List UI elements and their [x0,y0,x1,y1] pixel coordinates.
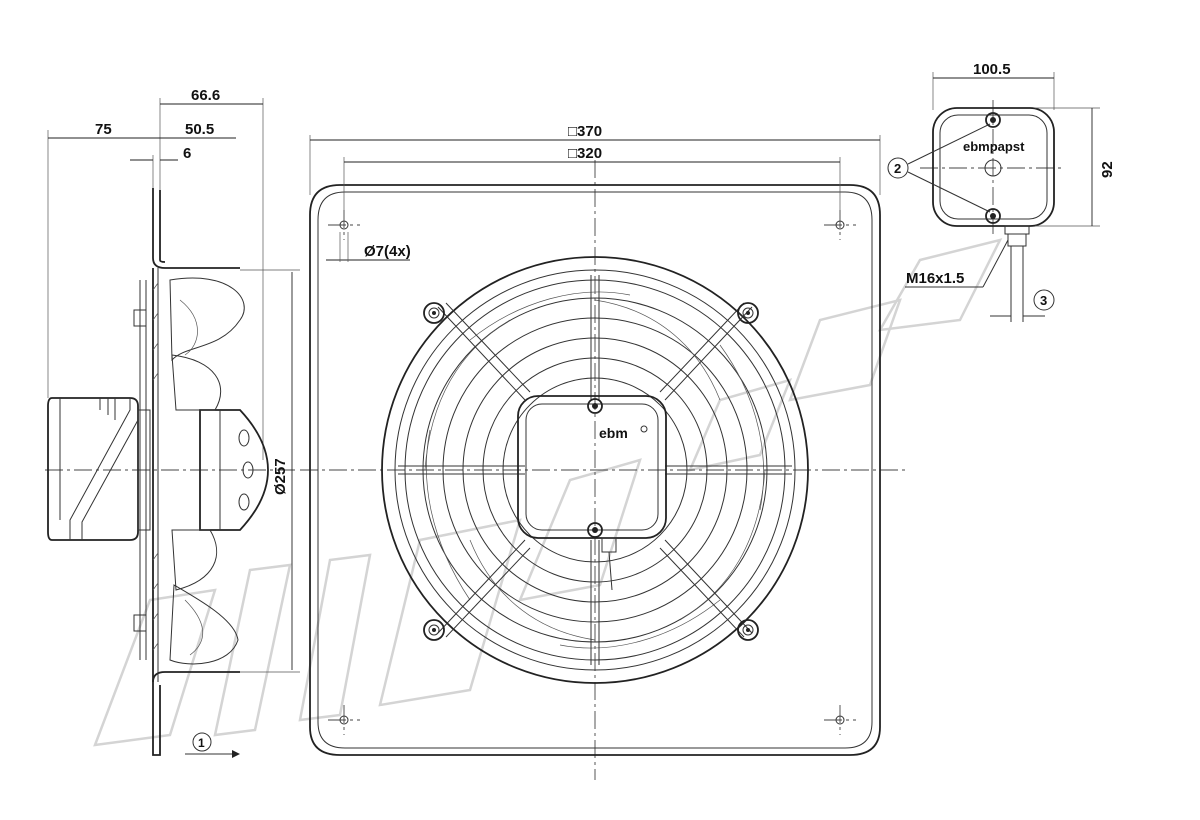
mount-hole-br [824,705,856,735]
dim-square-370: □370 [568,123,602,140]
blade-lines [424,291,766,649]
front-dimensions: □370 □320 Ø7(4x) [309,123,881,262]
guard-lug-br [737,619,759,641]
dim-diameter-257: Ø257 [272,458,289,495]
watermark [93,238,1003,747]
side-view [45,98,295,756]
callout-3: 3 [1040,293,1047,308]
side-dimensions: 66.6 75 50.5 6 Ø257 1 [48,87,300,758]
mount-hole-bl [328,705,360,735]
dim-50-5: 50.5 [185,121,214,138]
box-screw-bottom [985,208,1001,224]
terminal-box-detail: ebmpapst 100.5 92 M16x1.5 2 3 [887,61,1116,322]
dim-92: 92 [1099,161,1116,178]
dim-66-6: 66.6 [191,87,220,104]
dim-6: 6 [183,145,191,162]
dim-100-5: 100.5 [973,61,1011,78]
guard-lug-bl [423,619,445,641]
dim-75: 75 [95,121,112,138]
hub-screw-top [587,398,603,414]
dim-holes-7-4x: Ø7(4x) [364,243,411,260]
box-screw-top [985,112,1001,128]
callout-2: 2 [894,161,901,176]
hub-brand-label: ebm [599,425,628,441]
hub-screw-bottom [587,522,603,538]
dim-m16x1-5: M16x1.5 [906,270,964,287]
front-view: ebm [300,160,905,780]
guard-lug-tl [423,302,445,324]
guard-lug-tr [737,302,759,324]
guard-struts [398,275,792,665]
box-brand-label: ebmpapst [963,139,1025,154]
callout-1: 1 [198,736,205,750]
dim-square-320: □320 [568,145,602,162]
